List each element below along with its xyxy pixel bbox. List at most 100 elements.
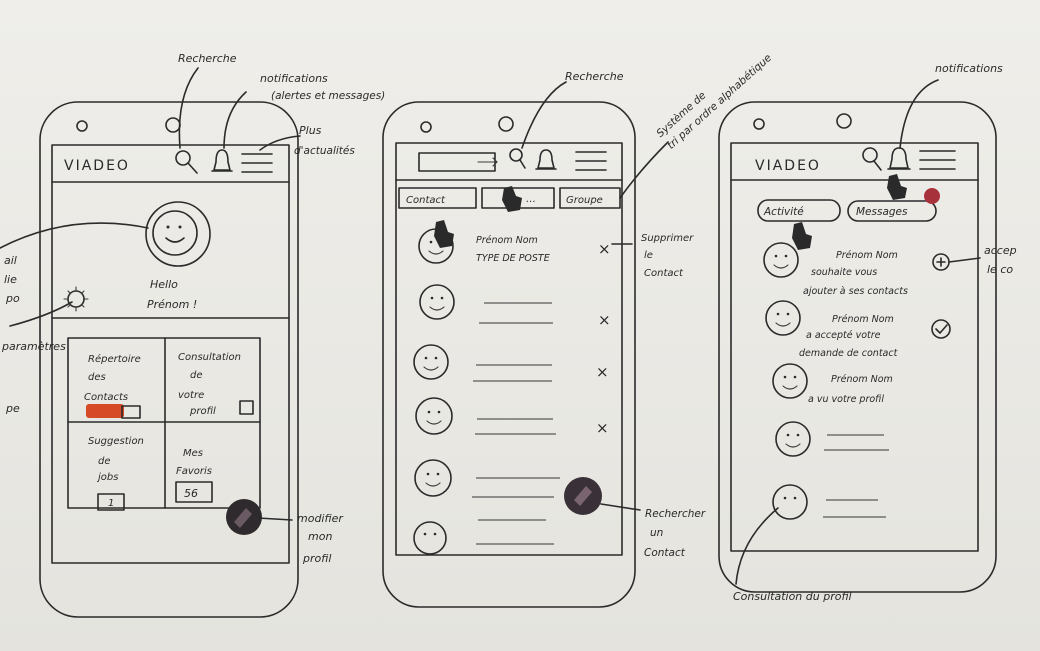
contact-row[interactable]: × (419, 284, 611, 329)
tab-activity[interactable]: Activité (757, 199, 841, 222)
svg-text:de: de (190, 370, 203, 381)
svg-text:Mes: Mes (183, 448, 203, 459)
avatar (413, 344, 449, 380)
jobs-count-box (97, 493, 125, 511)
activity-item[interactable]: Prénom Nom a accepté votre demande de co… (765, 300, 951, 359)
phone-activity: VIADEO Activité Messages Prénom Nom souh… (718, 101, 997, 593)
svg-text:…: … (526, 194, 536, 205)
contacts-badge (86, 404, 124, 418)
annotation-arrows (0, 67, 981, 585)
tab-contacts[interactable]: Contact (398, 187, 477, 209)
svg-text:Prénom Nom: Prénom Nom (832, 314, 894, 325)
contact-row[interactable] (413, 519, 554, 555)
svg-text:Contacts: Contacts (84, 392, 128, 403)
avatar (413, 521, 447, 555)
annotation-accept-2: le co (987, 263, 1013, 276)
svg-text:Favoris: Favoris (176, 466, 212, 477)
activity-item[interactable] (772, 484, 886, 520)
annotation-delete-2: le (644, 250, 653, 261)
brand-logo: VIADEO (755, 158, 821, 174)
svg-text:Prénom Nom: Prénom Nom (831, 374, 893, 385)
svg-text:Contact: Contact (406, 195, 446, 206)
phone-earpiece (498, 116, 514, 132)
phone-frame (39, 101, 299, 618)
annotation-search: Recherche (178, 52, 237, 65)
settings-gear-icon[interactable] (63, 286, 89, 312)
annotation-delete-3: Contact (644, 268, 684, 279)
phone-camera (76, 120, 88, 132)
search-icon[interactable] (175, 150, 198, 174)
avatar (414, 459, 452, 497)
annotation-left-3: po (5, 292, 20, 305)
bell-icon[interactable] (887, 147, 911, 170)
remove-contact-icon[interactable]: × (598, 240, 611, 258)
greeting-name: Prénom ! (147, 298, 197, 311)
svg-text:votre: votre (178, 390, 204, 401)
annotation-edit-1: modifier (297, 512, 344, 525)
accepted-check-icon (931, 319, 951, 339)
tile-favorites[interactable]: Mes Favoris 56 (175, 448, 213, 503)
svg-text:Activité: Activité (763, 206, 804, 218)
contact-row[interactable]: Prénom Nom TYPE DE POSTE × (418, 220, 611, 264)
edit-profile-fab[interactable] (226, 499, 262, 535)
annotation-find-2: un (650, 527, 663, 539)
bell-icon[interactable] (211, 149, 233, 172)
phone-camera (420, 121, 432, 133)
jobs-count: 1 (108, 498, 114, 509)
phone-screen (395, 142, 623, 556)
remove-contact-icon[interactable]: × (598, 311, 611, 329)
contact-row[interactable] (414, 459, 560, 498)
svg-text:Consultation: Consultation (178, 352, 241, 363)
hand-cursor-icon (792, 222, 812, 250)
annotation-edit-2: mon (308, 530, 332, 543)
menu-icon[interactable] (919, 150, 956, 170)
annotation-find-3: Contact (644, 547, 686, 559)
svg-text:ajouter à ses contacts: ajouter à ses contacts (803, 286, 908, 297)
activity-item[interactable]: Prénom Nom a vu votre profil (772, 363, 893, 405)
annotation-delete-1: Supprimer (641, 233, 694, 244)
views-count-box (239, 400, 254, 415)
remove-contact-icon[interactable]: × (596, 363, 609, 381)
avatar (765, 300, 801, 336)
tile-contacts[interactable]: Répertoire des Contacts (84, 353, 141, 419)
svg-text:a accepté votre: a accepté votre (806, 330, 881, 341)
avatar (415, 397, 453, 435)
messages-badge (924, 188, 940, 204)
annotation-edit-3: profil (302, 552, 331, 565)
svg-text:Messages: Messages (856, 206, 908, 218)
phone-screen (51, 144, 290, 564)
bell-icon[interactable] (535, 149, 557, 170)
activity-item[interactable] (775, 421, 889, 457)
contacts-count-box (121, 405, 141, 419)
phone-camera (753, 118, 765, 130)
tab-messages[interactable]: Messages (847, 200, 937, 222)
contact-row[interactable]: × (413, 344, 609, 382)
contact-row[interactable]: × (415, 397, 609, 437)
avatar-large-icon[interactable] (152, 210, 198, 256)
favorites-count: 56 (184, 487, 198, 500)
svg-text:a vu votre profil: a vu votre profil (808, 394, 884, 405)
svg-text:jobs: jobs (96, 472, 118, 483)
svg-text:de: de (98, 456, 111, 467)
annotation-more-menu-2: d'actualités (294, 145, 355, 157)
search-contact-fab[interactable] (564, 477, 602, 515)
hand-cursor-icon (887, 174, 907, 200)
tile-job-suggestions[interactable]: Suggestion de jobs 1 (88, 436, 144, 511)
tile-profile-views[interactable]: Consultation de votre profil (178, 352, 254, 417)
menu-icon[interactable] (575, 151, 607, 171)
tab-groups[interactable]: Groupe (559, 187, 621, 209)
remove-contact-icon[interactable]: × (596, 419, 609, 437)
accept-plus-icon[interactable] (932, 253, 950, 271)
search-icon[interactable] (509, 148, 526, 169)
phone-frame (382, 101, 636, 608)
annotation-left-4: pe (5, 402, 20, 415)
phone-home: VIADEO Hello Prénom ! Répertoire des Con… (39, 101, 299, 618)
phone-contacts: Contact … Groupe Prénom Nom TYPE DE POST… (382, 101, 636, 608)
svg-text:Groupe: Groupe (566, 195, 603, 206)
activity-item[interactable]: Prénom Nom souhaite vous ajouter à ses c… (763, 242, 950, 297)
search-icon[interactable] (862, 147, 882, 171)
hand-cursor-icon (502, 186, 522, 212)
svg-text:Prénom Nom: Prénom Nom (836, 250, 898, 261)
menu-icon[interactable] (241, 153, 273, 173)
